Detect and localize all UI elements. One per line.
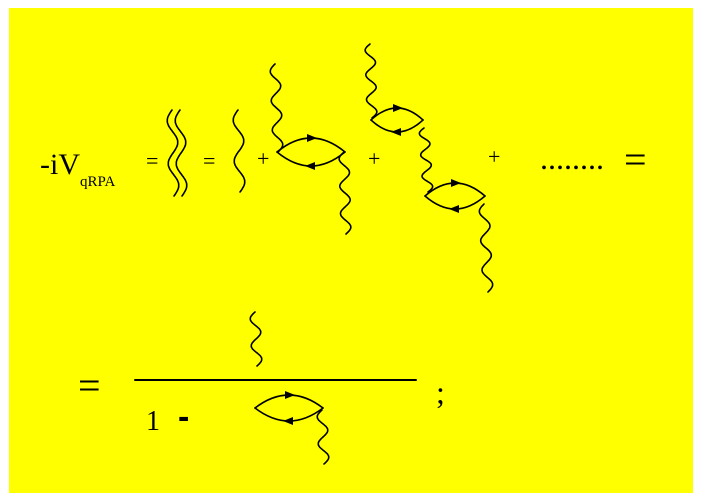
bubble1-arrow-right — [307, 134, 317, 142]
plus-sign-2: + — [368, 146, 381, 171]
bubble2a-wavy-in — [364, 43, 378, 119]
equals-sign-4: = — [78, 363, 101, 408]
equals-sign-3: = — [624, 137, 647, 182]
bubble2-wavy-middle — [418, 127, 434, 193]
denominator-wavy-out — [316, 409, 330, 465]
equals-sign-2: = — [203, 148, 216, 173]
semicolon: ; — [436, 374, 445, 410]
double-wavy-line-left — [166, 109, 180, 197]
plus-sign-3: + — [488, 144, 501, 169]
fraction-one: 1 — [146, 406, 160, 437]
minus-sign: - — [178, 398, 190, 436]
bubble1-wavy-in — [269, 63, 284, 153]
bubble1-wavy-out — [338, 151, 352, 235]
single-wavy-line — [232, 109, 246, 193]
bubble2b-wavy-out — [478, 203, 494, 293]
ellipsis: ........ — [540, 140, 604, 176]
denominator-bubble-arrow-left — [283, 417, 293, 425]
yellow-background-panel — [9, 8, 693, 493]
bubble2b-arrow-right — [451, 179, 461, 187]
bubble2b-arrow-left — [449, 205, 459, 213]
plus-sign-1: + — [257, 146, 270, 171]
lhs-prefix: -iV — [40, 148, 80, 181]
bubble1-arrow-left — [305, 162, 315, 170]
double-wavy-line-right — [174, 109, 188, 197]
lhs-label: -iVqRPA — [40, 148, 115, 190]
lhs-subscript: qRPA — [80, 174, 116, 190]
bubble2a-arrow-left — [391, 128, 401, 136]
equals-sign-1: = — [146, 148, 159, 173]
denominator-bubble-arrow-right — [285, 391, 295, 399]
bubble2a-arrow-right — [393, 104, 403, 112]
numerator-wavy-line — [249, 311, 263, 367]
